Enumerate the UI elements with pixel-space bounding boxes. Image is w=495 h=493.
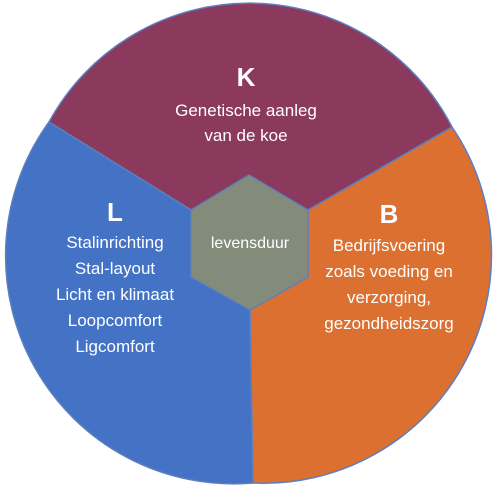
sector-management-line: zoals voeding en (325, 262, 453, 281)
sector-housing-line: Stalinrichting (66, 233, 163, 252)
sector-management-shape (249, 126, 493, 484)
center-label: levensduur (211, 235, 290, 252)
sector-housing-letter: L (107, 197, 123, 227)
sector-housing-line: Stal-layout (75, 259, 156, 278)
sector-management-line: Bedrijfsvoering (333, 236, 445, 255)
sector-genetics-shape (48, 2, 453, 211)
sector-genetics-line: Genetische aanleg (175, 101, 317, 120)
sector-genetics-letter: K (237, 62, 256, 92)
sector-housing-line: Ligcomfort (75, 337, 155, 356)
sector-housing-line: Loopcomfort (68, 311, 163, 330)
sector-management-line: gezondheidszorg (324, 314, 453, 333)
center-hexagon (190, 174, 309, 311)
sector-housing-line: Licht en klimaat (56, 285, 174, 304)
sector-genetics-line: van de koe (204, 126, 287, 145)
sector-housing-shape (4, 120, 254, 485)
sector-management-line: verzorging, (347, 288, 431, 307)
sector-management-letter: B (380, 199, 399, 229)
